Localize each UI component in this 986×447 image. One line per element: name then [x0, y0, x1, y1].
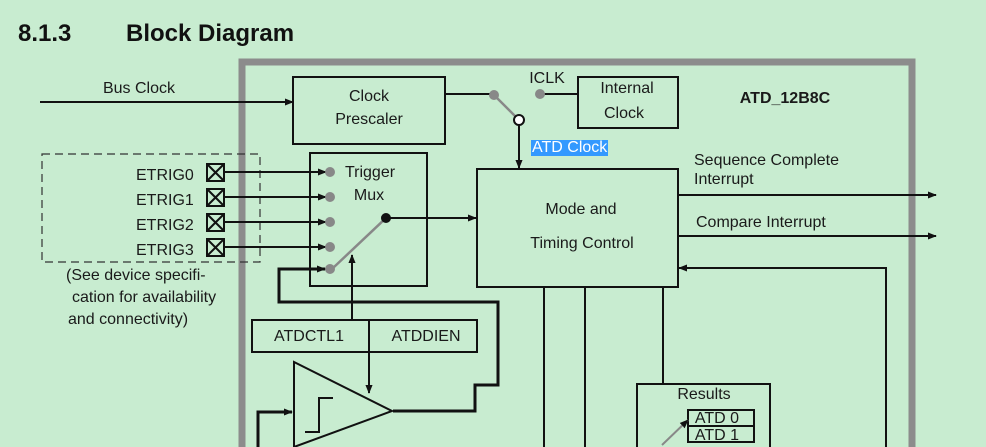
mode-timing-label-2: Timing Control: [530, 235, 634, 252]
trigger-mux-label-2: Mux: [353, 187, 385, 204]
results-label: Results: [677, 386, 731, 403]
etrig2-label: ETRIG2: [136, 217, 194, 234]
note-line-3: and connectivity): [68, 311, 189, 328]
etrig1-label: ETRIG1: [136, 192, 194, 209]
atd1-label: ATD 1: [694, 427, 740, 444]
clock-prescaler-label-2: Prescaler: [335, 111, 403, 128]
mode-timing-label-1: Mode and: [545, 201, 617, 218]
mux-node-4: [325, 264, 335, 274]
etrig-dashed-region: [41, 153, 261, 263]
atd-clock-label: ATD Clock: [531, 139, 609, 156]
mode-timing-box: [476, 168, 679, 288]
results-box: [636, 383, 771, 447]
etrig0-label: ETRIG0: [136, 167, 194, 184]
atddien-label: ATDDIEN: [391, 328, 461, 345]
atd1-register: [687, 425, 755, 443]
note-line-2: cation for availability: [72, 289, 217, 306]
atd0-label: ATD 0: [694, 410, 740, 427]
clock-switch-node-b: [535, 89, 545, 99]
module-name-label: ATD_12B8C: [739, 90, 831, 107]
internal-clock-label-1: Internal: [600, 80, 654, 97]
note-line-1: (See device specifi-: [66, 267, 206, 284]
results-feedback-line: [678, 264, 887, 447]
sequence-complete-label-2: Interrupt: [694, 171, 754, 188]
results-write-arrow: [661, 419, 689, 446]
hysteresis-icon: [305, 397, 333, 433]
comparator-symbol: [293, 360, 395, 447]
section-title: Block Diagram: [126, 20, 295, 47]
sequence-complete-label-1: Sequence Complete: [694, 152, 839, 169]
mux-switch-arm: [332, 217, 387, 269]
clock-switch-pivot: [513, 114, 525, 126]
etrig2-pin: [206, 213, 225, 232]
etrig1-pin: [206, 188, 225, 207]
atddien-box: [368, 319, 478, 353]
compare-interrupt-label: Compare Interrupt: [696, 214, 826, 231]
etrig3-label: ETRIG3: [136, 242, 194, 259]
iclk-label: ICLK: [529, 70, 565, 87]
section-number: 8.1.3: [18, 20, 72, 47]
clock-prescaler-label-1: Clock: [348, 88, 390, 105]
atdctl1-label: ATDCTL1: [274, 328, 344, 345]
bus-clock-label: Bus Clock: [102, 80, 176, 97]
mux-node-3: [325, 242, 335, 252]
comparator-input-line: [256, 408, 293, 447]
mux-node-0: [325, 167, 335, 177]
mux-node-2: [325, 217, 335, 227]
clock-prescaler-box: [292, 76, 446, 145]
internal-clock-box: [577, 76, 679, 129]
etrig3-pin: [206, 238, 225, 257]
internal-clock-label-2: Clock: [603, 105, 645, 122]
trigger-mux-label-1: Trigger: [344, 164, 396, 181]
comparator-feedback-line: [277, 265, 500, 413]
trigger-mux-box: [309, 152, 428, 287]
clock-switch-node-a: [489, 90, 499, 100]
etrig0-pin: [206, 163, 225, 182]
mux-node-1: [325, 192, 335, 202]
